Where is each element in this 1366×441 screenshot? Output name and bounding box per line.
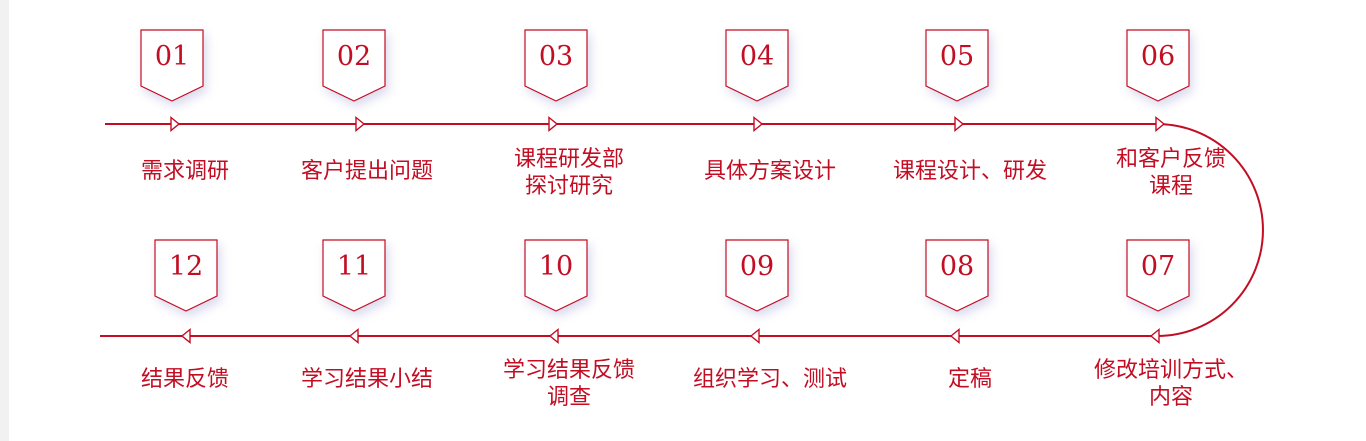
step-badge-12: 12	[154, 239, 218, 312]
step-number: 05	[939, 41, 975, 72]
flow-arrow-icon	[180, 328, 191, 344]
step-number: 10	[538, 251, 574, 282]
step-label-08: 定稿	[947, 367, 992, 392]
step-number: 03	[538, 41, 574, 72]
step-number: 08	[939, 251, 975, 282]
step-badge-02: 02	[322, 29, 386, 102]
step-badge-04: 04	[725, 29, 789, 102]
flow-arrow-icon	[1149, 328, 1160, 344]
step-badge-01: 01	[140, 29, 204, 102]
flow-line	[100, 116, 1264, 344]
step-label-06: 和客户反馈课程	[1115, 147, 1226, 199]
step-label-10: 学习结果反馈调查	[502, 358, 635, 410]
flow-arrow-icon	[749, 328, 760, 344]
step-number: 12	[168, 251, 204, 282]
step-number: 01	[154, 41, 190, 72]
step-badge-06: 06	[1126, 29, 1190, 102]
step-badge-05: 05	[925, 29, 989, 102]
step-number: 06	[1140, 41, 1176, 72]
step-badge-10: 10	[524, 239, 588, 312]
step-number: 11	[336, 251, 372, 282]
flow-arrow-icon	[548, 116, 559, 132]
step-label-05: 课程设计、研发	[892, 159, 1047, 184]
flow-arrow-icon	[548, 328, 559, 344]
step-number: 04	[739, 41, 775, 72]
step-label-09: 组织学习、测试	[692, 367, 847, 392]
step-label-11: 学习结果小结	[300, 367, 433, 392]
step-label-12: 结果反馈	[140, 367, 229, 392]
flow-arrow-icon	[954, 116, 965, 132]
step-badge-09: 09	[725, 239, 789, 312]
step-label-07: 修改培训方式、内容	[1093, 358, 1248, 410]
step-badge-03: 03	[524, 29, 588, 102]
flow-arrow-icon	[1155, 116, 1166, 132]
flow-arrow-icon	[348, 328, 359, 344]
process-flow-page: 01 02 03 04 05 06 12 11 10 09 08	[9, 0, 1366, 441]
step-label-02: 客户提出问题	[300, 159, 433, 184]
step-badge-07: 07	[1126, 239, 1190, 312]
step-number: 09	[739, 251, 775, 282]
step-number: 07	[1140, 251, 1176, 282]
flow-arrow-icon	[355, 116, 366, 132]
step-label-03: 课程研发部探讨研究	[513, 147, 624, 199]
step-number: 02	[336, 41, 372, 72]
step-label-04: 具体方案设计	[703, 159, 836, 184]
step-badge-08: 08	[925, 239, 989, 312]
step-label-01: 需求调研	[140, 159, 229, 184]
step-badge-11: 11	[322, 239, 386, 312]
flow-arrow-icon	[949, 328, 960, 344]
flow-arrow-icon	[170, 116, 181, 132]
flow-arrow-icon	[753, 116, 764, 132]
